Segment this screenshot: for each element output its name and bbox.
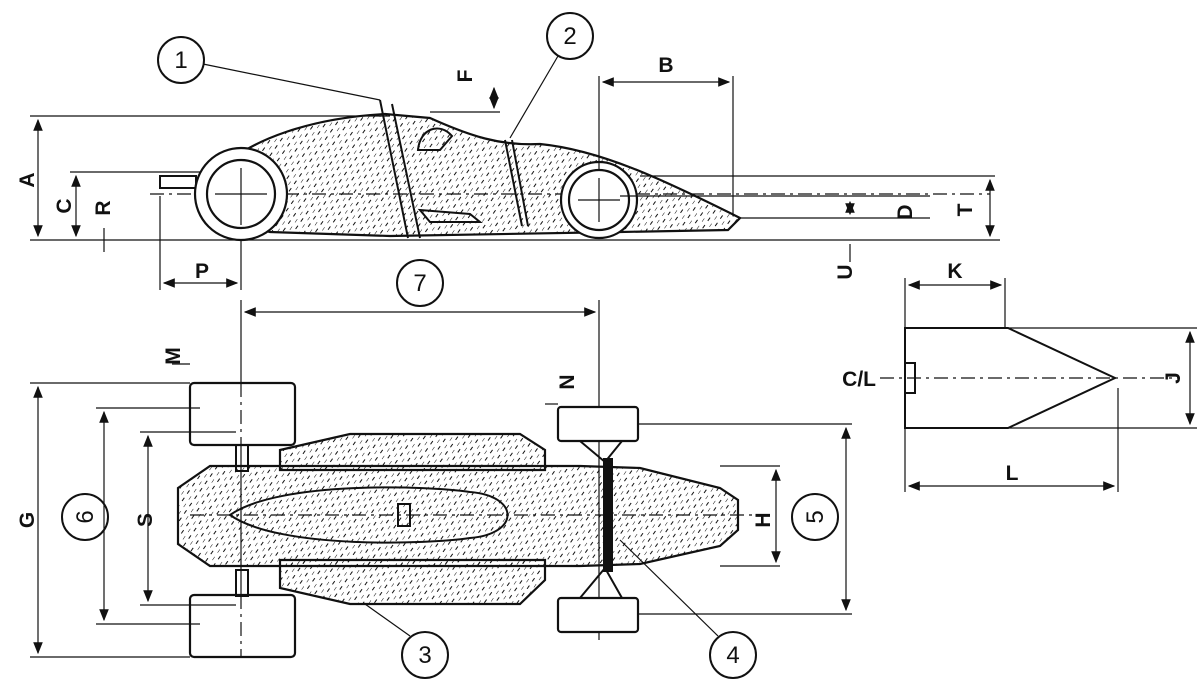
nose-detail-view: C/L K L J <box>842 260 1197 492</box>
steering-wheel <box>397 503 411 527</box>
callout-7: 7 <box>396 259 444 307</box>
callout-2-leader <box>509 55 559 139</box>
rear-right-wheel <box>188 593 297 659</box>
rear-left-wheel <box>188 381 297 447</box>
dim-p-label: P <box>195 260 209 283</box>
callout-2-number: 2 <box>563 23 576 50</box>
side-view: A C R P B F D T U <box>16 54 1000 290</box>
callout-3: 3 <box>364 603 449 679</box>
callout-4-number: 4 <box>726 642 739 669</box>
callout-5-number: 5 <box>802 510 829 523</box>
roll-hoop <box>379 99 421 239</box>
front-right-wheel <box>556 596 640 634</box>
dim-j-label: J <box>1162 372 1185 384</box>
callout-3-leader <box>364 603 411 637</box>
dim-a-label: A <box>16 172 39 187</box>
dim-l-label: L <box>1006 462 1019 485</box>
callout-5: 5 <box>791 493 839 541</box>
front-left-wheel <box>556 405 640 443</box>
side-body <box>220 112 742 238</box>
front-hoop <box>504 139 529 227</box>
callout-7-number: 7 <box>413 270 426 297</box>
exhaust-pipe <box>159 175 197 189</box>
dim-s-label: S <box>134 513 157 527</box>
dim-t-label: T <box>954 203 977 216</box>
helmet <box>416 127 454 151</box>
dim-f-label: F <box>454 69 477 82</box>
callout-6-number: 6 <box>72 510 99 523</box>
dim-k-label: K <box>947 260 962 283</box>
dim-g-label: G <box>16 512 39 528</box>
callout-4-leader <box>619 539 719 637</box>
callout-4: 4 <box>619 539 757 679</box>
dim-n-label: N <box>556 374 579 389</box>
callout-1: 1 <box>157 36 381 101</box>
rear-left-upright <box>235 444 249 472</box>
seat <box>417 208 483 223</box>
callout-3-number: 3 <box>418 642 431 669</box>
rear-right-upright <box>235 569 249 597</box>
dim-b-label: B <box>658 54 673 77</box>
centerline-label: C/L <box>842 368 876 391</box>
cockpit-opening <box>228 486 509 544</box>
dim-c-label: C <box>53 198 76 213</box>
top-view: G S M N H <box>16 300 852 659</box>
dim-d-label: D <box>894 204 917 219</box>
nose-outline <box>904 327 1118 429</box>
dim-m-label: M <box>162 347 185 365</box>
dim-h-label: H <box>752 512 775 527</box>
callout-2: 2 <box>509 12 594 139</box>
dim-r-label: R <box>92 200 115 215</box>
dim-u-label: U <box>834 264 857 279</box>
callout-1-number: 1 <box>174 47 187 74</box>
callout-1-leader <box>202 63 381 101</box>
callout-6: 6 <box>61 493 109 541</box>
sidepod-upper <box>278 432 547 472</box>
front-axle-beam <box>603 458 613 572</box>
chassis-top <box>176 464 740 568</box>
front-suspension <box>579 440 623 599</box>
